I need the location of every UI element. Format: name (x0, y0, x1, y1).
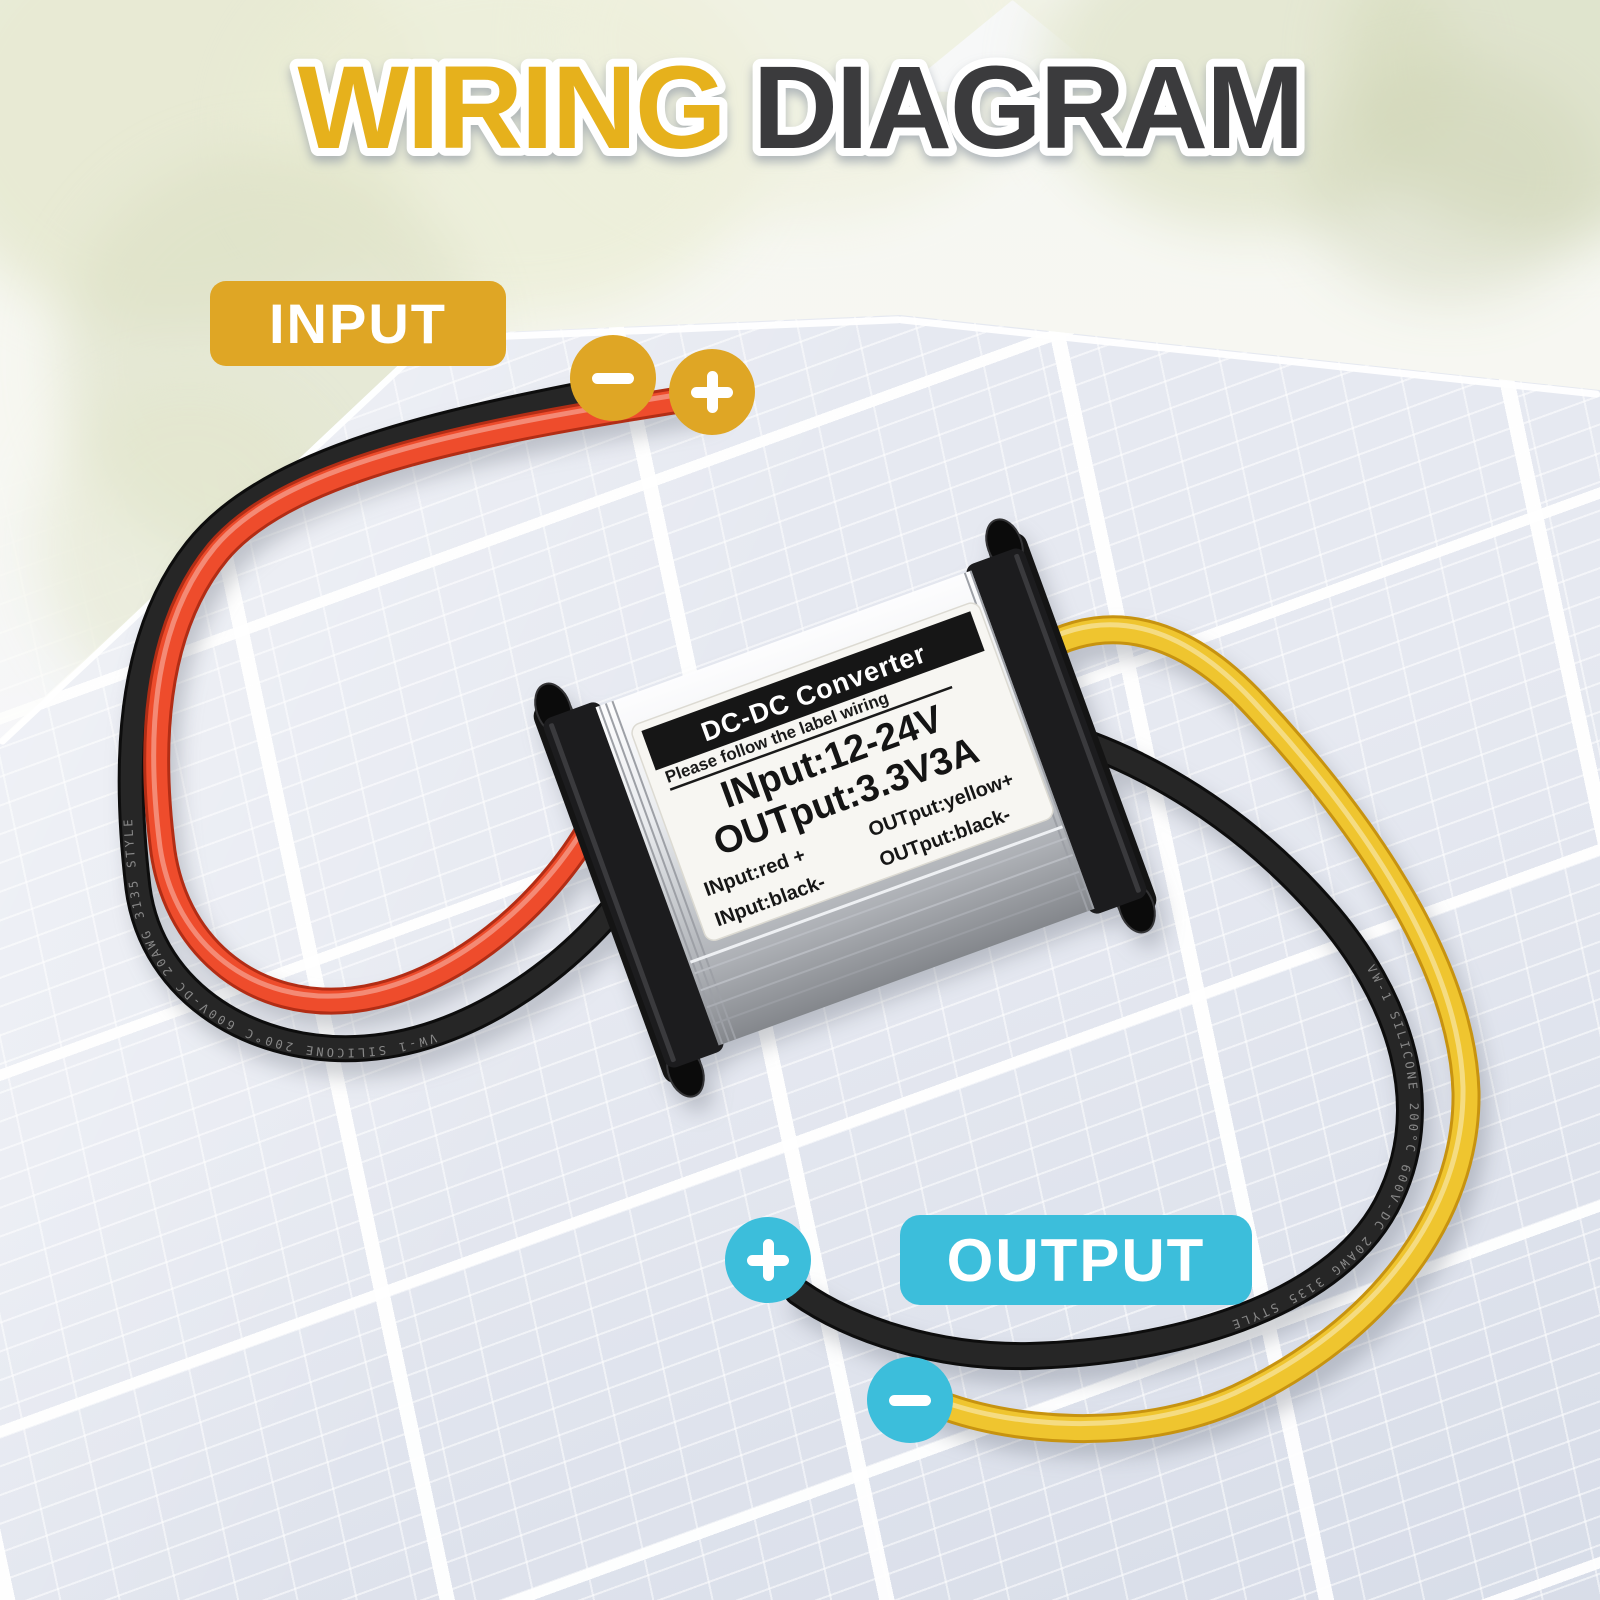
front-face-ridges (689, 825, 1086, 1026)
output-plus-marker (725, 1217, 811, 1303)
minus-icon (889, 1394, 931, 1406)
left-end-cap (543, 702, 724, 1068)
input-plus-marker (669, 349, 755, 435)
cap-highlight (549, 723, 676, 1063)
input-minus-marker (570, 335, 656, 421)
output-minus-marker (867, 1357, 953, 1443)
dc-dc-converter-device: DC-DC Converter Please follow the label … (533, 518, 1157, 1098)
instruction-underline (669, 685, 953, 791)
cap-highlight (1014, 553, 1141, 893)
output-positive-wire (919, 615, 1481, 1443)
plus-icon-vertical (762, 1239, 774, 1281)
input-badge: INPUT (210, 281, 506, 366)
minus-icon (592, 372, 634, 384)
title-word-diagram: DIAGRAM (753, 42, 1303, 174)
right-end-cap (966, 548, 1147, 914)
foliage-blob (1300, 60, 1600, 300)
output-badge: OUTPUT (900, 1215, 1252, 1305)
label-header-bar (641, 611, 985, 771)
plus-icon-vertical (706, 371, 718, 413)
input-positive-wire (143, 383, 712, 1015)
title-word-wiring: WIRING (298, 42, 725, 174)
